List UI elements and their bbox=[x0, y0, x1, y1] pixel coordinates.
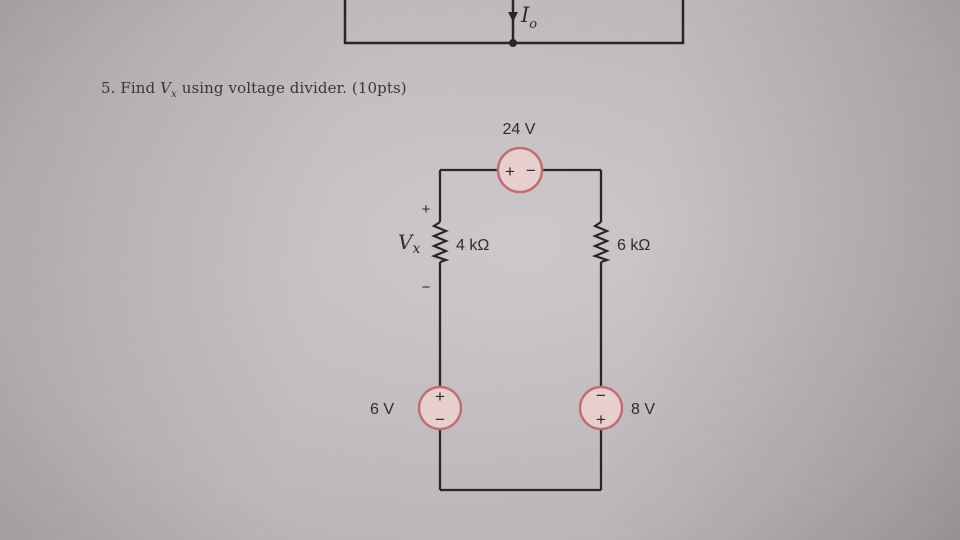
vx-plus: + bbox=[422, 201, 431, 218]
previous-circuit-fragment: Io bbox=[343, 0, 685, 47]
voltage-source-8v: − + 8 V bbox=[578, 385, 655, 431]
problem-text-after: using voltage divider. (10pts) bbox=[181, 79, 407, 97]
source-value-24v: 24 V bbox=[503, 121, 536, 138]
vx-minus: − bbox=[422, 279, 431, 296]
polarity-minus: − bbox=[526, 161, 536, 180]
voltage-source-24v: + − 24 V bbox=[496, 121, 544, 194]
resistor-4k: 4 kΩ bbox=[430, 221, 489, 264]
source-circle-icon bbox=[417, 385, 463, 431]
polarity-plus: + bbox=[596, 410, 606, 429]
vx-label: + Vx − bbox=[398, 201, 431, 296]
wires bbox=[438, 168, 603, 492]
voltage-source-6v: + − 6 V bbox=[370, 385, 463, 431]
problem-statement: 5. Find Vx using voltage divider. (10pts… bbox=[101, 79, 407, 100]
io-label: Io bbox=[520, 3, 537, 32]
source-circle-icon bbox=[496, 146, 544, 194]
resistor-zigzag-icon bbox=[591, 221, 611, 264]
resistor-zigzag-icon bbox=[430, 221, 450, 264]
polarity-minus: − bbox=[435, 410, 445, 429]
polarity-plus: + bbox=[435, 387, 445, 406]
source-value-8v: 8 V bbox=[631, 401, 655, 418]
polarity-plus: + bbox=[505, 162, 515, 181]
current-arrow-icon bbox=[508, 12, 518, 22]
source-circle-icon bbox=[578, 385, 624, 431]
vx-symbol: Vx bbox=[398, 230, 420, 257]
source-value-6v: 6 V bbox=[370, 401, 394, 418]
polarity-minus: − bbox=[596, 386, 606, 405]
problem-variable: Vx bbox=[160, 79, 177, 100]
resistor-value-6k: 6 kΩ bbox=[617, 237, 650, 254]
node-dot bbox=[509, 39, 517, 47]
problem-number: 5. bbox=[101, 79, 116, 97]
resistor-value-4k: 4 kΩ bbox=[456, 237, 489, 254]
problem-text-before: Find bbox=[120, 79, 156, 97]
resistor-6k: 6 kΩ bbox=[591, 221, 650, 264]
